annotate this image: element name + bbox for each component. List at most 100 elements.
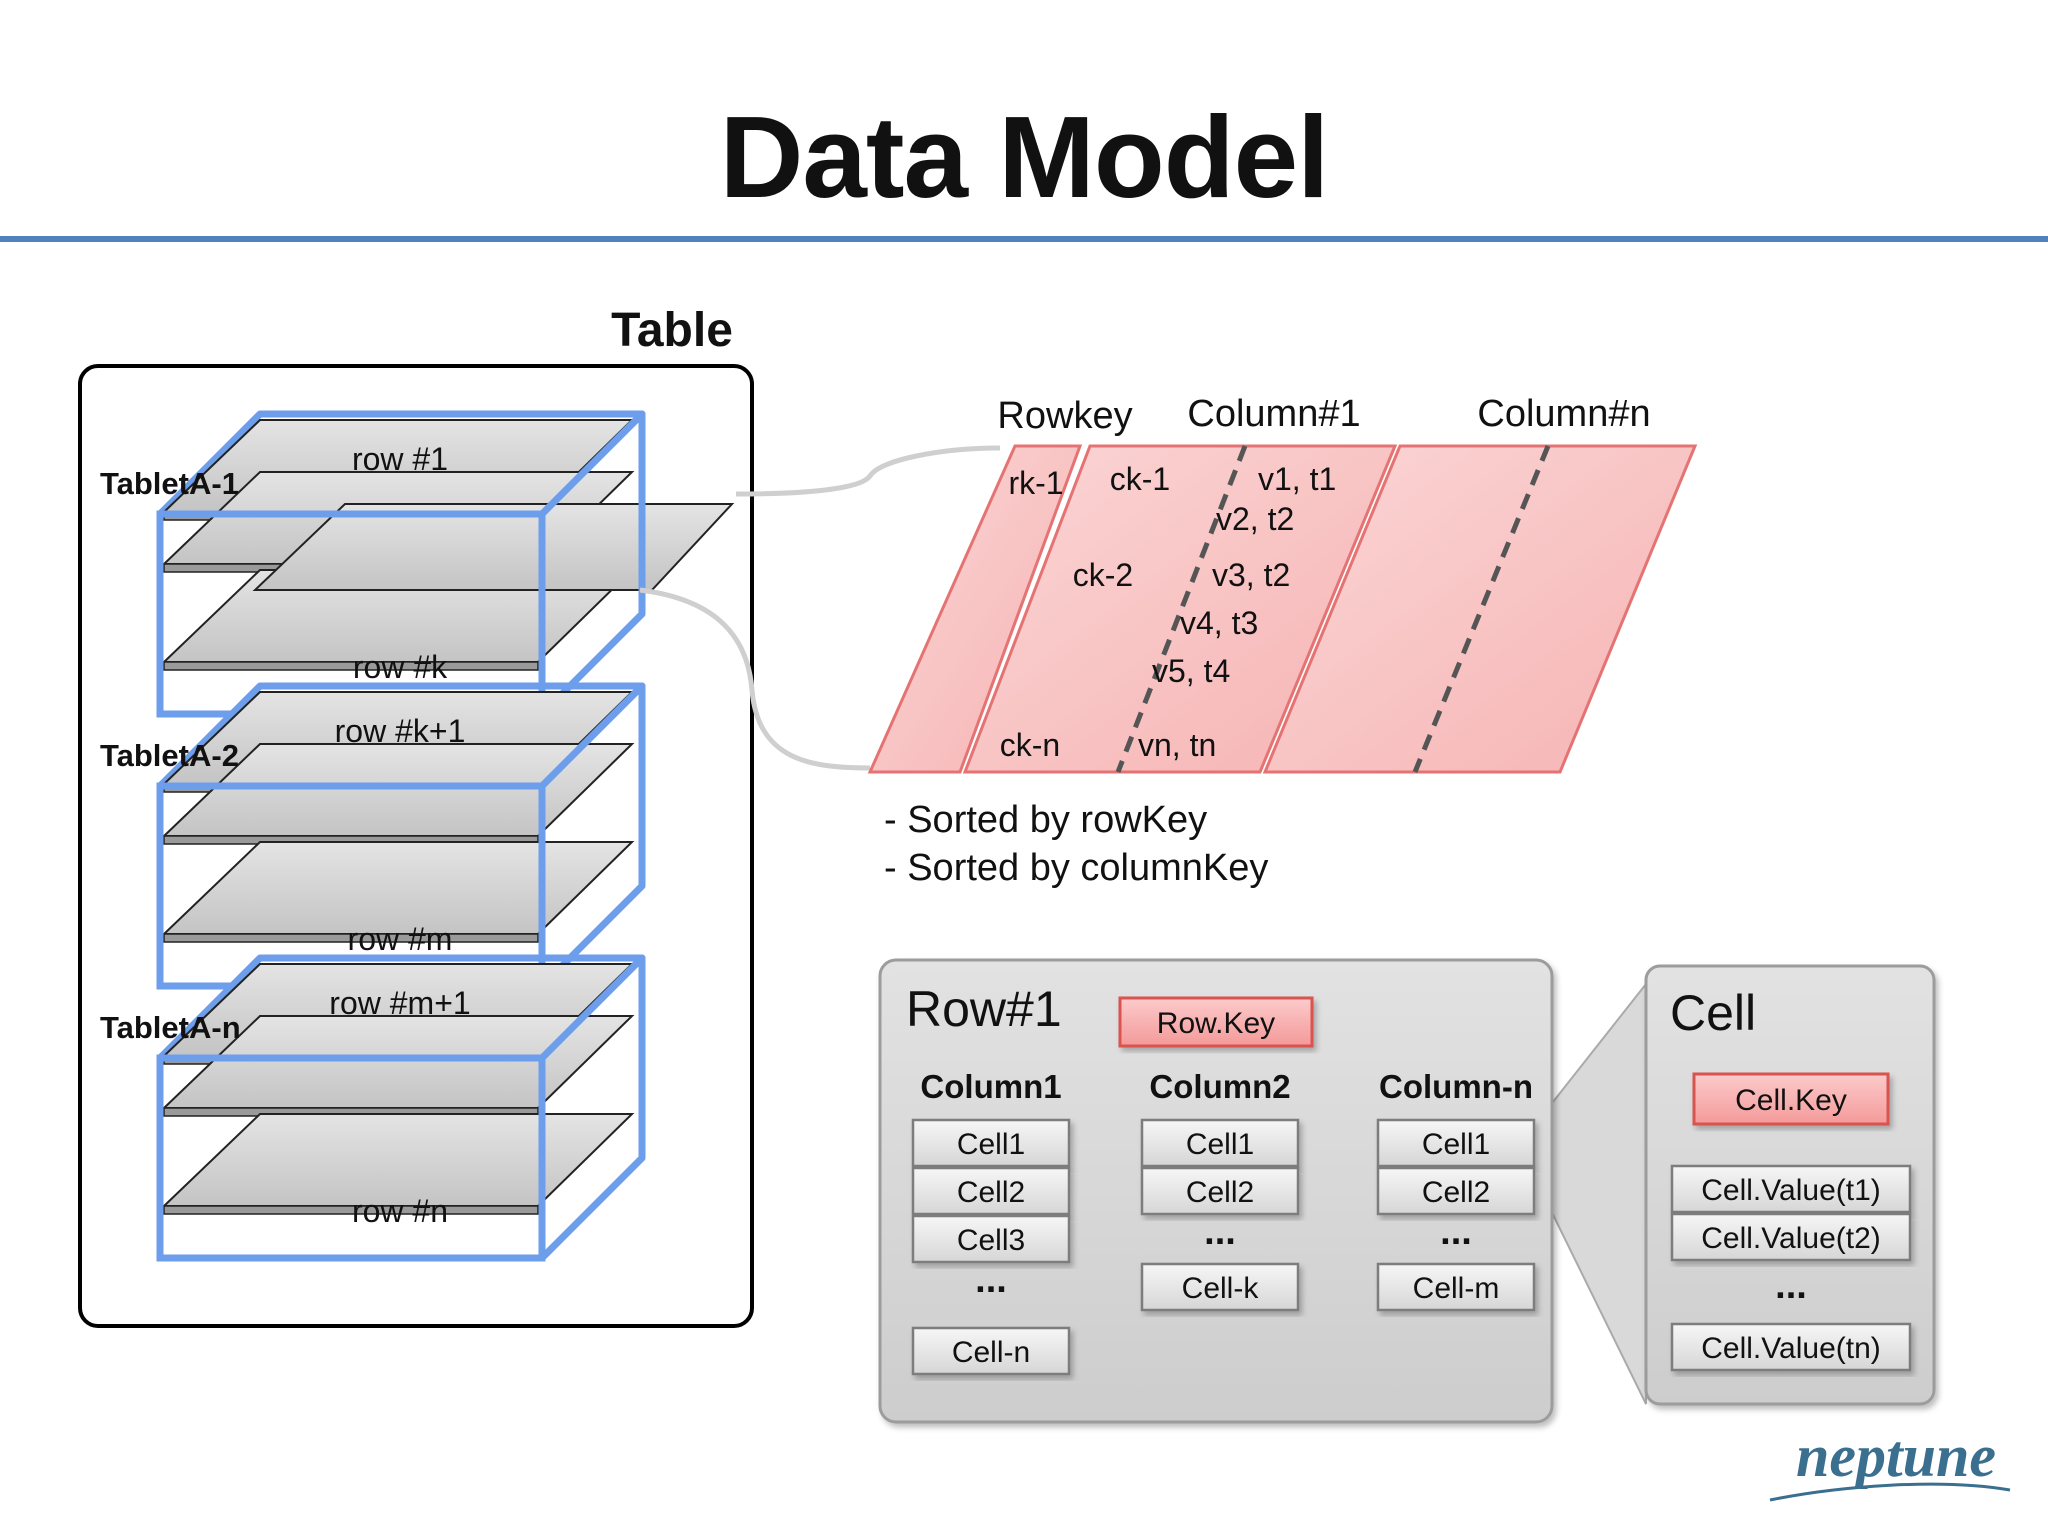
table-label: Table — [611, 304, 733, 357]
cell-item: Cell1 — [911, 1118, 1071, 1168]
cell-value-label: Cell.Value(t1) — [1701, 1174, 1881, 1207]
cell-item-label: Cell2 — [1186, 1176, 1254, 1209]
cell-item-last-box — [1140, 1262, 1300, 1312]
column-key-1: ck-1 — [1110, 461, 1170, 497]
cell-item-box — [1376, 1166, 1536, 1216]
cell-value-label: Cell.Value(t2) — [1701, 1222, 1881, 1255]
tablet-stack: TabletA-1 row #1 row #k TabletA-2 row #k+1 ro… — [100, 410, 735, 1262]
cell-values: Cell.Value(t1) Cell.Value(t2)... Cell.Valu… — [1670, 1164, 1912, 1372]
cell-item-last: Cell-n — [911, 1326, 1071, 1376]
cell-item-label: Cell3 — [957, 1224, 1025, 1257]
cell-item-label: Cell1 — [957, 1128, 1025, 1161]
cell-item-label: Cell2 — [957, 1176, 1025, 1209]
tablet-bottom-row: row #k — [353, 649, 448, 685]
value-4: v4, t3 — [1180, 605, 1258, 641]
cell-box: Cell Cell.Key Cell.Value(t1)Cell.Value(t… — [1644, 964, 1936, 1406]
cell-value-box — [1670, 1164, 1912, 1214]
cell-value: Cell.Value(t2) — [1670, 1212, 1912, 1262]
tablet-side-face — [538, 682, 646, 990]
cell-item-box — [911, 1118, 1071, 1168]
cell-value-last: Cell.Value(tn) — [1670, 1322, 1912, 1372]
cell-item: Cell1 — [1376, 1118, 1536, 1168]
cell-item-label: Cell1 — [1186, 1128, 1254, 1161]
tablet-name: TabletA-1 — [100, 466, 239, 501]
row-box: Row#1 Row.Key Column1Cell1Cell2Cell3...C… — [878, 958, 1554, 1424]
cell-value-box — [1670, 1212, 1912, 1262]
cell-item: Cell2 — [1140, 1166, 1300, 1216]
logo-swoosh — [1769, 1482, 2011, 1502]
ellipsis: ... — [1204, 1211, 1236, 1253]
tablet-name: TabletA-2 — [100, 738, 239, 773]
cell-ellipsis: ... — [1775, 1265, 1807, 1307]
column-header: Column1 — [920, 1068, 1061, 1105]
value-2: v2, t2 — [1216, 501, 1294, 537]
cell-item-box — [1376, 1118, 1536, 1168]
cell-item-box — [1140, 1118, 1300, 1168]
cell-item-box — [911, 1166, 1071, 1216]
cell-item-last: Cell-m — [1376, 1262, 1536, 1312]
row-slab-edge — [163, 1205, 539, 1215]
row-slab-extended — [252, 503, 735, 591]
column1-header: Column#1 — [1187, 393, 1360, 435]
cell-item-last-box — [911, 1326, 1071, 1376]
rowkey-header: Rowkey — [997, 395, 1132, 437]
row-key-label: Row.Key — [1157, 1007, 1275, 1040]
tablet-2: TabletA-2 row #k+1 row #m — [100, 682, 646, 990]
cell-item-box — [911, 1214, 1071, 1264]
rowkey-band — [867, 444, 1083, 774]
row-key-box — [1118, 996, 1314, 1048]
columnn-divider — [1412, 445, 1551, 773]
tablet-1: TabletA-1 row #1 row #k — [100, 410, 735, 718]
column-header: Column2 — [1149, 1068, 1290, 1105]
title-divider — [0, 236, 2048, 242]
cell-item-last: Cell-k — [1140, 1262, 1300, 1312]
column-key-n: ck-n — [1000, 727, 1060, 763]
cell-item-last-box — [1376, 1262, 1536, 1312]
tablet-top-row: row #m+1 — [329, 985, 470, 1021]
cell-item-box — [1140, 1166, 1300, 1216]
rowspace-diagram: Rowkey Column#1 Column#n rk-1 ck-1 ck-2 … — [867, 393, 1698, 889]
tablet-side-face — [538, 410, 646, 718]
slide-title: Data Model — [719, 92, 1330, 222]
cell-item-label: Cell1 — [1422, 1128, 1490, 1161]
cell-value-last-box — [1670, 1322, 1912, 1372]
cell-value: Cell.Value(t1) — [1670, 1164, 1912, 1214]
connector-top — [735, 445, 1001, 497]
cell-item-last-label: Cell-n — [952, 1336, 1030, 1369]
cell-key-box — [1692, 1072, 1890, 1126]
cell-item: Cell1 — [1140, 1118, 1300, 1168]
column1-band — [962, 444, 1398, 774]
neptune-logo: neptune — [1769, 1423, 2011, 1502]
value-5: v5, t4 — [1152, 653, 1230, 689]
logo-text: neptune — [1796, 1423, 1996, 1489]
columnn-band — [1262, 444, 1698, 774]
cell-item: Cell2 — [911, 1166, 1071, 1216]
column-key-2: ck-2 — [1073, 557, 1133, 593]
value-1: v1, t1 — [1258, 461, 1336, 497]
note-sorted-rowkey: - Sorted by rowKey — [884, 799, 1207, 841]
note-sorted-columnkey: - Sorted by columnKey — [884, 847, 1268, 889]
row-slab-edge — [163, 933, 539, 943]
cell-item-last-label: Cell-k — [1182, 1272, 1260, 1305]
cell-box-title: Cell — [1670, 985, 1756, 1041]
cell-item: Cell2 — [1376, 1166, 1536, 1216]
tablet-top-row: row #1 — [352, 441, 448, 477]
row-box-title: Row#1 — [906, 981, 1062, 1037]
cell-value-last-label: Cell.Value(tn) — [1701, 1332, 1881, 1365]
row-slab-edge — [163, 661, 539, 671]
tablet-bottom-row: row #m — [348, 921, 453, 957]
tablet-top-row: row #k+1 — [335, 713, 466, 749]
cell-item: Cell3 — [911, 1214, 1071, 1264]
tablet-bottom-row: row #n — [352, 1193, 448, 1229]
cell-item-last-label: Cell-m — [1413, 1272, 1500, 1305]
columnn-header: Column#n — [1477, 393, 1650, 435]
value-n: vn, tn — [1138, 727, 1216, 763]
column-header: Column-n — [1379, 1068, 1533, 1105]
connector-bottom — [639, 587, 871, 771]
ellipsis: ... — [975, 1259, 1007, 1301]
tablet-side-face — [538, 954, 646, 1262]
column1-divider — [1115, 445, 1248, 773]
